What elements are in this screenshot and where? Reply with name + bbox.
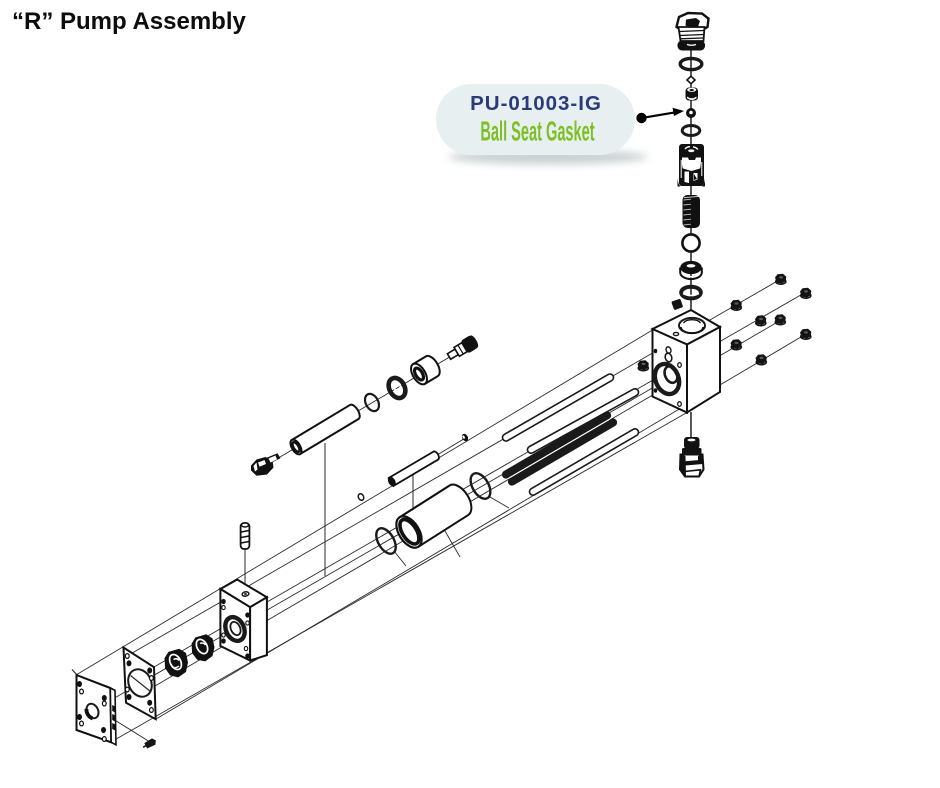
svg-text:“R” Pump Assembly: “R” Pump Assembly (12, 8, 246, 35)
svg-text:Ball Seat Gasket: Ball Seat Gasket (480, 116, 595, 147)
svg-text:PU-01003-IG: PU-01003-IG (470, 92, 602, 115)
